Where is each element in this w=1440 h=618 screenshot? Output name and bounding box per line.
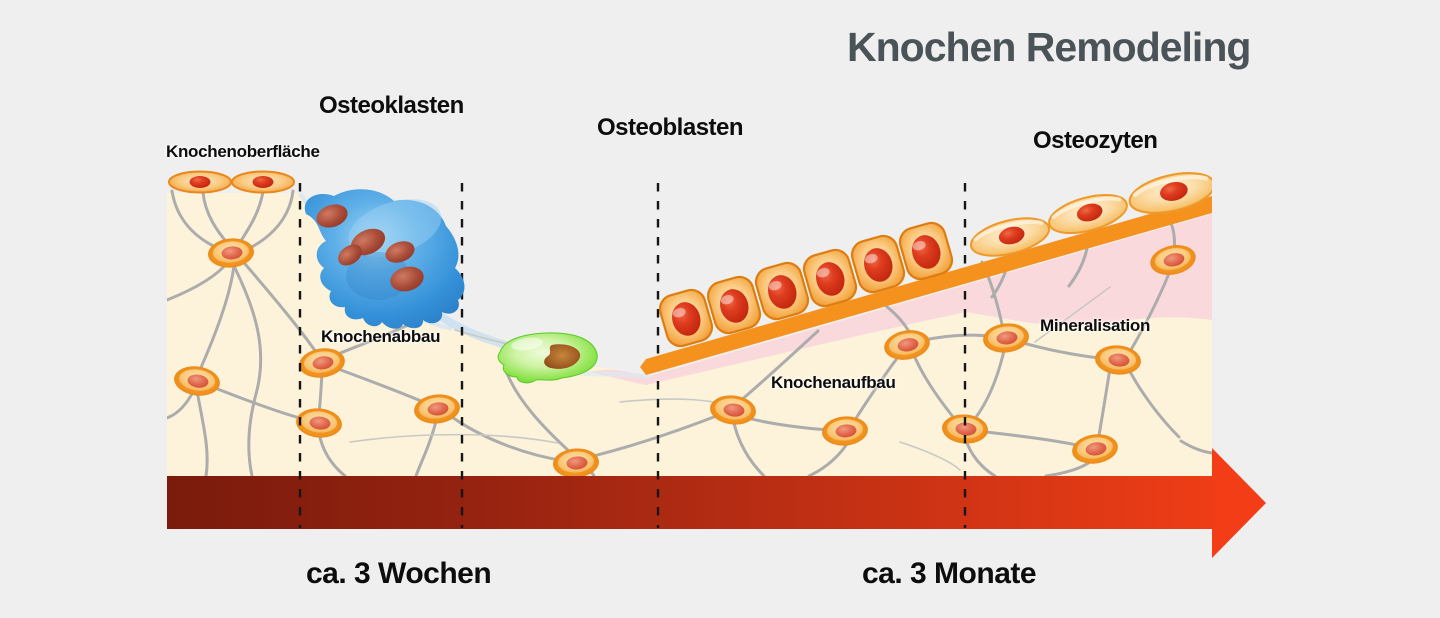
page-title: Knochen Remodeling [847, 24, 1251, 70]
new-bone-band [640, 196, 1212, 375]
label-osteozyten: Osteozyten [1033, 127, 1158, 154]
label-osteoklasten: Osteoklasten [319, 92, 464, 119]
label-knochenaufbau: Knochenaufbau [771, 373, 896, 392]
reversal-cell-core [544, 344, 581, 369]
label-osteoblasten: Osteoblasten [597, 114, 744, 141]
label-knochenoberflaeche: Knochenoberfläche [166, 142, 320, 161]
cell-layer [168, 166, 1212, 384]
phase-dividers [298, 183, 967, 528]
timeline-arrow [167, 448, 1266, 558]
bone-lining-cells [168, 170, 295, 194]
label-knochenabbau: Knochenabbau [321, 327, 441, 346]
label-mineralisation: Mineralisation [1040, 316, 1151, 335]
reversal-cell [497, 332, 598, 384]
reversal-cell-glint [511, 337, 543, 351]
label-duration-weeks: ca. 3 Wochen [306, 557, 492, 590]
osteoclast-nuclei [316, 204, 424, 292]
bone-matrix-layers [167, 189, 1212, 476]
osteocyte-dendrites [167, 189, 1212, 476]
osteoid-layer [590, 214, 1212, 385]
label-duration-months: ca. 3 Monate [862, 557, 1037, 590]
osteoclast-cell [304, 189, 465, 329]
